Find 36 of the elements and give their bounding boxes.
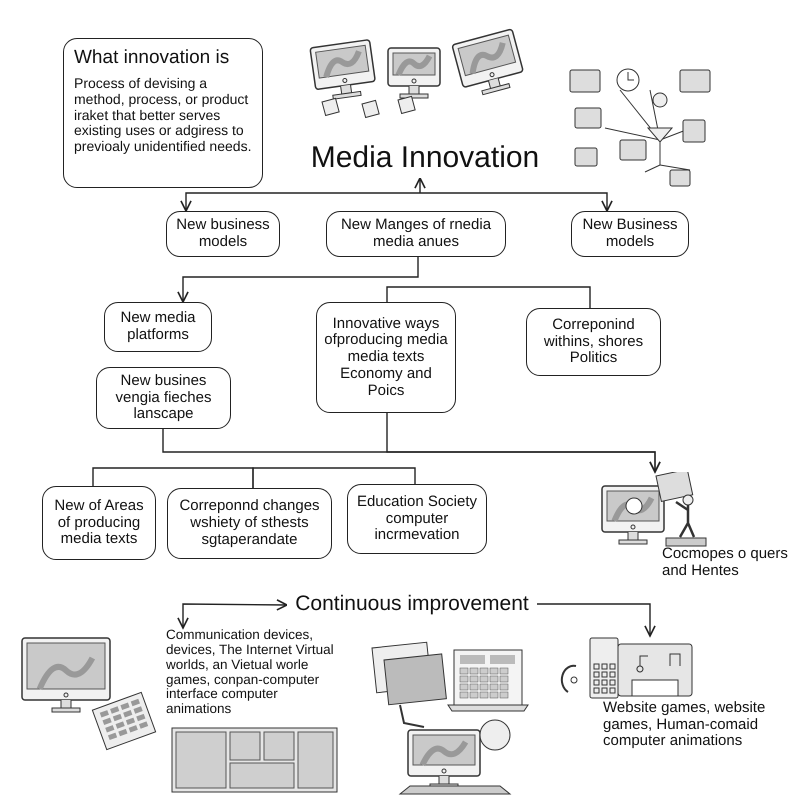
box-text: New business models <box>175 217 271 251</box>
topic-box <box>526 308 661 376</box>
box-text: New Business models <box>581 217 679 251</box>
card-heading: What innovation is <box>74 47 230 68</box>
topic-box <box>167 488 332 559</box>
topic-box <box>96 367 231 429</box>
box-text: Innovative ways ofproducing media media texts Economy and Poics <box>323 316 449 400</box>
box-text: Correponnd changes wshiety of sthests sgtaperandate <box>178 498 321 549</box>
caption-text: Website games, website games, Human-comaid computer animations <box>603 700 766 750</box>
box-text: New media platforms <box>119 310 197 344</box>
arrow <box>386 413 661 473</box>
topic-box <box>347 484 487 554</box>
arrow <box>420 192 613 212</box>
topic-box <box>42 486 156 560</box>
topic-box <box>104 302 212 352</box>
arrow <box>177 599 288 629</box>
box-text: New Manges of rnedia media anues <box>340 217 492 251</box>
arrow <box>414 177 426 193</box>
box-text: Education Society computer incrmevation <box>356 494 478 544</box>
arrow <box>177 257 419 303</box>
list-text: Communication devices, devices, The Internet Virtual worlds, an Vietual worle games, conpan-computer interface computer animations <box>166 628 338 720</box>
arrow <box>537 603 656 637</box>
topic-box <box>166 211 280 257</box>
box-text: New of Areas of producing media texts <box>53 498 145 548</box>
box-text: Process of devising a method, process, or product iraket that better serves existing uses or adgiress to previoaly unidentified needs. <box>74 76 252 155</box>
connector-line <box>386 286 591 308</box>
arrow <box>180 192 420 212</box>
connector-line <box>92 467 254 488</box>
info-card <box>63 38 263 188</box>
topic-box <box>326 211 506 257</box>
box-text: Correponind withins, shores Politics <box>542 316 644 368</box>
topic-box <box>316 302 456 413</box>
caption-text: Cocmopes o quers and Hentes <box>662 546 789 579</box>
connector-line <box>252 467 416 488</box>
topic-box <box>571 211 689 257</box>
box-text: New busines vengia fieches lanscape <box>114 372 212 424</box>
